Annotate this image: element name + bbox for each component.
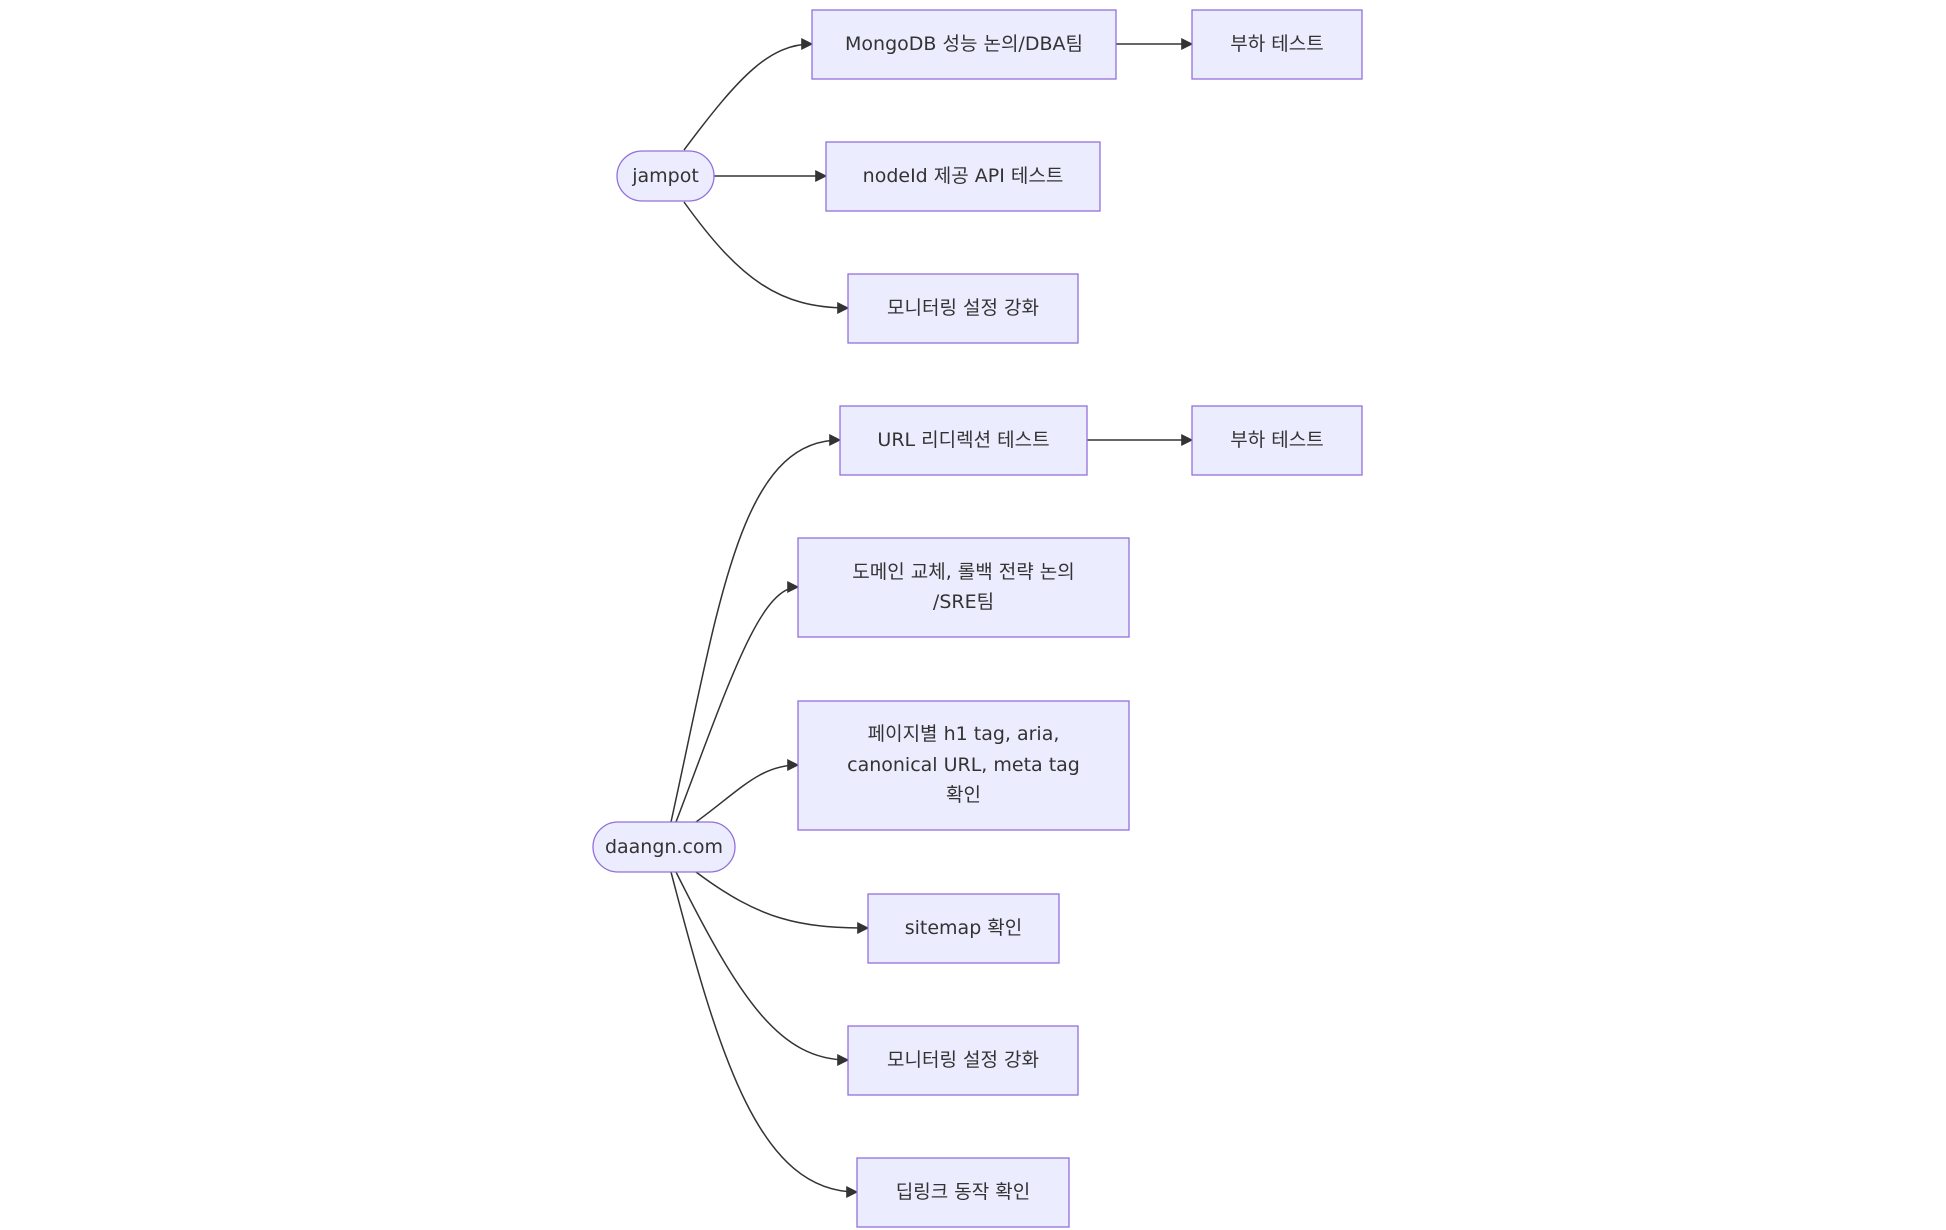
edge-jampot-to-monitor1	[683, 201, 850, 314]
node-deeplink[interactable]: 딥링크 동작 확인	[856, 1157, 1070, 1228]
edges-daangn	[670, 434, 1194, 1198]
node-monitoring-1[interactable]: 모니터링 설정 강화	[847, 273, 1079, 344]
node-page-check-line1: 페이지별 h1 tag, aria,	[868, 723, 1060, 745]
node-domain-strategy[interactable]: 도메인 교체, 롤백 전략 논의 /SRE팀	[797, 537, 1130, 638]
edge-daangn-to-urlredirect	[670, 434, 842, 823]
edge-daangn-to-pagecheck	[695, 759, 800, 823]
node-page-check-line2: canonical URL, meta tag	[847, 754, 1080, 776]
node-daangn-label: daangn.com	[605, 836, 723, 858]
node-monitoring-2[interactable]: 모니터링 설정 강화	[847, 1025, 1079, 1096]
node-page-check-line3: 확인	[946, 784, 981, 806]
edge-daangn-to-sitemap	[695, 871, 870, 934]
edges-jampot	[683, 38, 1194, 314]
node-load-test-1[interactable]: 부하 테스트	[1191, 9, 1363, 80]
node-mongodb-label: MongoDB 성능 논의/DBA팀	[845, 33, 1083, 55]
node-deeplink-label: 딥링크 동작 확인	[896, 1181, 1030, 1203]
node-nodeid-api[interactable]: nodeId 제공 API 테스트	[825, 141, 1101, 212]
node-mongodb[interactable]: MongoDB 성능 논의/DBA팀	[811, 9, 1117, 80]
node-jampot-label: jampot	[631, 165, 699, 187]
node-monitoring-2-label: 모니터링 설정 강화	[887, 1049, 1039, 1071]
node-url-redirect-label: URL 리디렉션 테스트	[877, 429, 1049, 451]
edge-daangn-to-deeplink	[670, 871, 859, 1198]
node-sitemap[interactable]: sitemap 확인	[867, 893, 1060, 964]
node-domain-strategy-line2: /SRE팀	[933, 591, 994, 613]
node-page-check[interactable]: 페이지별 h1 tag, aria, canonical URL, meta t…	[797, 700, 1130, 831]
node-jampot[interactable]: jampot	[616, 150, 715, 202]
edge-daangn-to-domain	[675, 581, 800, 823]
node-nodeid-api-label: nodeId 제공 API 테스트	[863, 165, 1064, 187]
edge-daangn-to-monitor2	[675, 871, 850, 1066]
node-daangn[interactable]: daangn.com	[592, 821, 736, 873]
node-domain-strategy-line1: 도메인 교체, 롤백 전략 논의	[852, 561, 1074, 583]
node-load-test-1-label: 부하 테스트	[1230, 33, 1323, 55]
node-load-test-2[interactable]: 부하 테스트	[1191, 405, 1363, 476]
node-sitemap-label: sitemap 확인	[905, 917, 1023, 939]
edge-jampot-to-mongo	[683, 38, 814, 151]
node-monitoring-1-label: 모니터링 설정 강화	[887, 297, 1039, 319]
node-url-redirect[interactable]: URL 리디렉션 테스트	[839, 405, 1088, 476]
node-load-test-2-label: 부하 테스트	[1230, 429, 1323, 451]
